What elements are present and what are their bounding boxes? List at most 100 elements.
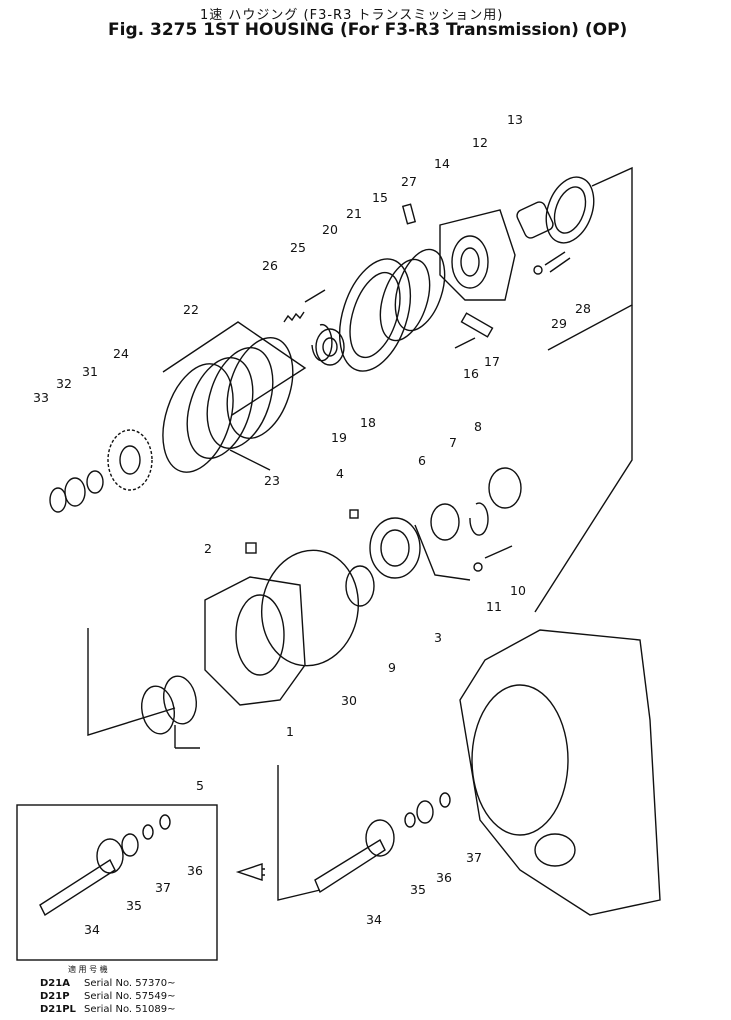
part-30-o-ring xyxy=(260,549,360,667)
part-25-pin xyxy=(304,289,326,303)
part-label: 10 xyxy=(510,583,526,598)
part-14-housing xyxy=(439,209,516,301)
serial-row: D21P Serial No. 57549~ xyxy=(40,990,175,1003)
inset-box xyxy=(16,804,218,961)
part-label: 29 xyxy=(551,316,567,331)
part-1-housing xyxy=(204,576,306,706)
part-label: 26 xyxy=(262,258,278,273)
part-34-shaft xyxy=(314,839,386,894)
part-label: 14 xyxy=(434,156,450,171)
serial-row: D21A Serial No. 57370~ xyxy=(40,977,175,990)
part-label: 25 xyxy=(290,240,306,255)
part-label: 16 xyxy=(463,366,479,381)
part-26-spring xyxy=(283,311,305,323)
part-label: 21 xyxy=(346,206,362,221)
part-label: 13 xyxy=(507,112,523,127)
serials-header: 適 用 号 機 xyxy=(68,965,108,974)
serial-number: Serial No. 57370~ xyxy=(84,978,176,989)
part-label: 27 xyxy=(401,174,417,189)
part-label: 18 xyxy=(360,415,376,430)
part-label: 20 xyxy=(322,222,338,237)
bracket-lower-shaft xyxy=(277,765,321,901)
part-3-retainer xyxy=(369,517,421,579)
part-6-bearing xyxy=(430,503,460,541)
part-label: 36 xyxy=(436,870,452,885)
part-8-seal xyxy=(488,467,522,509)
bracket-line xyxy=(547,166,633,351)
part-label: 24 xyxy=(113,346,129,361)
part-label: 4 xyxy=(336,466,344,481)
serial-model: D21PL xyxy=(40,1004,76,1015)
part-20-plate xyxy=(338,258,412,372)
part-label: 30 xyxy=(341,693,357,708)
part-label: 34 xyxy=(366,912,382,927)
part-24-gear xyxy=(107,429,153,491)
title-japanese: 1速 ハウジング (F3-R3 トランスミッション用) xyxy=(200,8,504,23)
part-16-bolt xyxy=(454,337,476,349)
part-31-ring xyxy=(86,470,104,494)
part-label: 2 xyxy=(204,541,212,556)
part-label: 37 xyxy=(155,880,171,895)
part-label: 5 xyxy=(196,778,204,793)
serial-number: Serial No. 57549~ xyxy=(84,991,176,1002)
part-label: 31 xyxy=(82,364,98,379)
part-label: 23 xyxy=(264,473,280,488)
part-28-bolt xyxy=(544,251,566,266)
part-12-sleeve xyxy=(516,201,554,239)
serial-number: Serial No. 51089~ xyxy=(84,1004,176,1015)
part-label: 36 xyxy=(187,863,203,878)
part-label: 6 xyxy=(418,453,426,468)
part-label: 33 xyxy=(33,390,49,405)
part-29-washer xyxy=(533,265,543,275)
inset-arrow xyxy=(235,863,265,881)
case-bore xyxy=(471,684,569,836)
part-label: 3 xyxy=(434,630,442,645)
part-10-bolt xyxy=(484,545,513,559)
part-35-bearing xyxy=(416,800,434,824)
part-21-seal-ring xyxy=(379,258,431,342)
part-label: 12 xyxy=(472,135,488,150)
part-32-bearing xyxy=(64,477,86,507)
serial-model: D21A xyxy=(40,978,70,989)
part-2-plug xyxy=(245,542,257,554)
part-23-plate xyxy=(186,356,254,460)
part-4-plug xyxy=(349,509,359,519)
part-label: 11 xyxy=(486,599,502,614)
serial-model: D21P xyxy=(40,991,70,1002)
part-18-bearing xyxy=(315,328,345,366)
part-label: 35 xyxy=(126,898,142,913)
part-36-washer xyxy=(404,812,416,828)
part-19-snap-ring xyxy=(311,323,333,362)
inset-part-36-washer xyxy=(159,814,171,830)
part-37-ring xyxy=(439,792,451,808)
part-label: 7 xyxy=(449,435,457,450)
part-9-o-ring xyxy=(345,565,375,607)
part-label: 22 xyxy=(183,302,199,317)
inset-part-34-shaft xyxy=(39,858,116,917)
part-27-pin xyxy=(401,203,417,225)
part-label: 19 xyxy=(331,430,347,445)
part-label: 32 xyxy=(56,376,72,391)
part-label: 17 xyxy=(484,354,500,369)
part-33-snap-ring xyxy=(49,487,67,513)
part-label: 9 xyxy=(388,660,396,675)
part-7-snap-ring xyxy=(469,502,489,536)
serial-row: D21PL Serial No. 51089~ xyxy=(40,1003,175,1016)
part-label: 37 xyxy=(466,850,482,865)
part-15-seal-ring xyxy=(394,248,446,332)
bracket-line-lower xyxy=(534,305,633,613)
transmission-case xyxy=(459,629,661,916)
part-label: 28 xyxy=(575,301,591,316)
part-label: 1 xyxy=(286,724,294,739)
part-label: 8 xyxy=(474,419,482,434)
clutch-pack-bracket xyxy=(162,321,307,416)
part-11-washer xyxy=(473,562,483,572)
part-22-disc xyxy=(226,336,294,440)
part-17-lock-plate xyxy=(460,312,494,338)
part-label: 34 xyxy=(84,922,100,937)
figure-title: Fig. 3275 1ST HOUSING (For F3-R3 Transmi… xyxy=(108,20,628,40)
inset-part-35-bearing xyxy=(121,833,139,857)
part-label: 15 xyxy=(372,190,388,205)
part-13-ring xyxy=(545,176,595,244)
